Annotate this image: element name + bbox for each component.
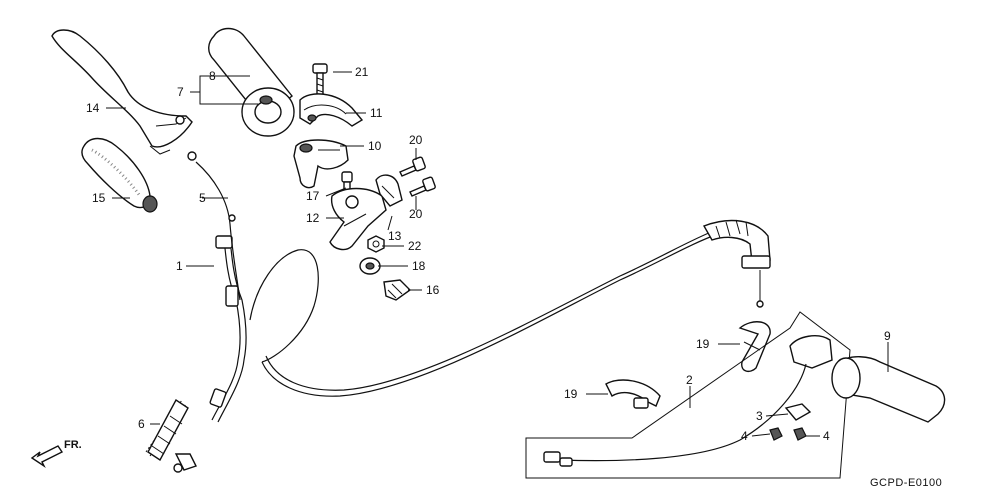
callout-16: 16 (426, 283, 440, 297)
callout-15: 15 (92, 191, 106, 205)
cable-elbow (702, 219, 771, 308)
cable-band-lower (605, 379, 661, 409)
leader-lines (106, 71, 889, 437)
bolt-20-lower (409, 176, 436, 197)
direction-label: FR. (64, 439, 82, 451)
callout-13: 13 (388, 229, 402, 243)
screw-21 (312, 63, 328, 100)
clutch-cable (209, 235, 247, 423)
lever-guard (81, 137, 158, 213)
cable-band-upper (738, 321, 771, 373)
callout-20-lower: 20 (409, 207, 423, 221)
callout-7: 7 (177, 85, 184, 99)
callout-8: 8 (209, 69, 216, 83)
callout-20-upper: 20 (409, 133, 423, 147)
callout-14: 14 (86, 101, 100, 115)
clip-13 (375, 174, 403, 207)
callout-5: 5 (199, 191, 206, 205)
throttle-grip-assembly (208, 27, 295, 137)
callout-3: 3 (756, 409, 763, 423)
callout-10: 10 (368, 139, 382, 153)
throttle-cable-loop (249, 229, 719, 397)
direction-arrow: FR. (30, 439, 82, 469)
bolt-17 (341, 171, 353, 195)
callout-17: 17 (306, 189, 320, 203)
callout-2: 2 (686, 373, 693, 387)
clutch-lever (51, 29, 193, 155)
callout-9: 9 (884, 329, 891, 343)
switch-harness (525, 311, 851, 479)
callouts: 1 2 3 4 4 5 6 7 8 9 10 11 12 13 14 15 16… (86, 65, 891, 443)
callout-12: 12 (306, 211, 320, 225)
callout-22: 22 (408, 239, 422, 253)
callout-21: 21 (355, 65, 369, 79)
right-grip (831, 356, 946, 423)
callout-11: 11 (370, 106, 383, 120)
spring-6 (145, 398, 189, 462)
drawing-code: GCPD-E0100 (870, 477, 942, 489)
callout-6: 6 (138, 417, 145, 431)
cable-end-fitting (173, 453, 197, 473)
callout-18: 18 (412, 259, 426, 273)
washer-18 (359, 257, 381, 275)
callout-4-left: 4 (741, 429, 748, 443)
callout-1: 1 (176, 259, 183, 273)
throttle-housing-lower (293, 139, 349, 189)
throttle-cam (329, 187, 387, 251)
callout-4-right: 4 (823, 429, 830, 443)
throttle-housing-upper (299, 93, 364, 127)
nut-22 (367, 235, 385, 253)
cable-5 (187, 151, 241, 301)
callout-19-upper: 19 (696, 337, 710, 351)
bolt-20-upper (399, 156, 426, 177)
adjuster-16 (383, 279, 412, 301)
callout-19-lower: 19 (564, 387, 578, 401)
